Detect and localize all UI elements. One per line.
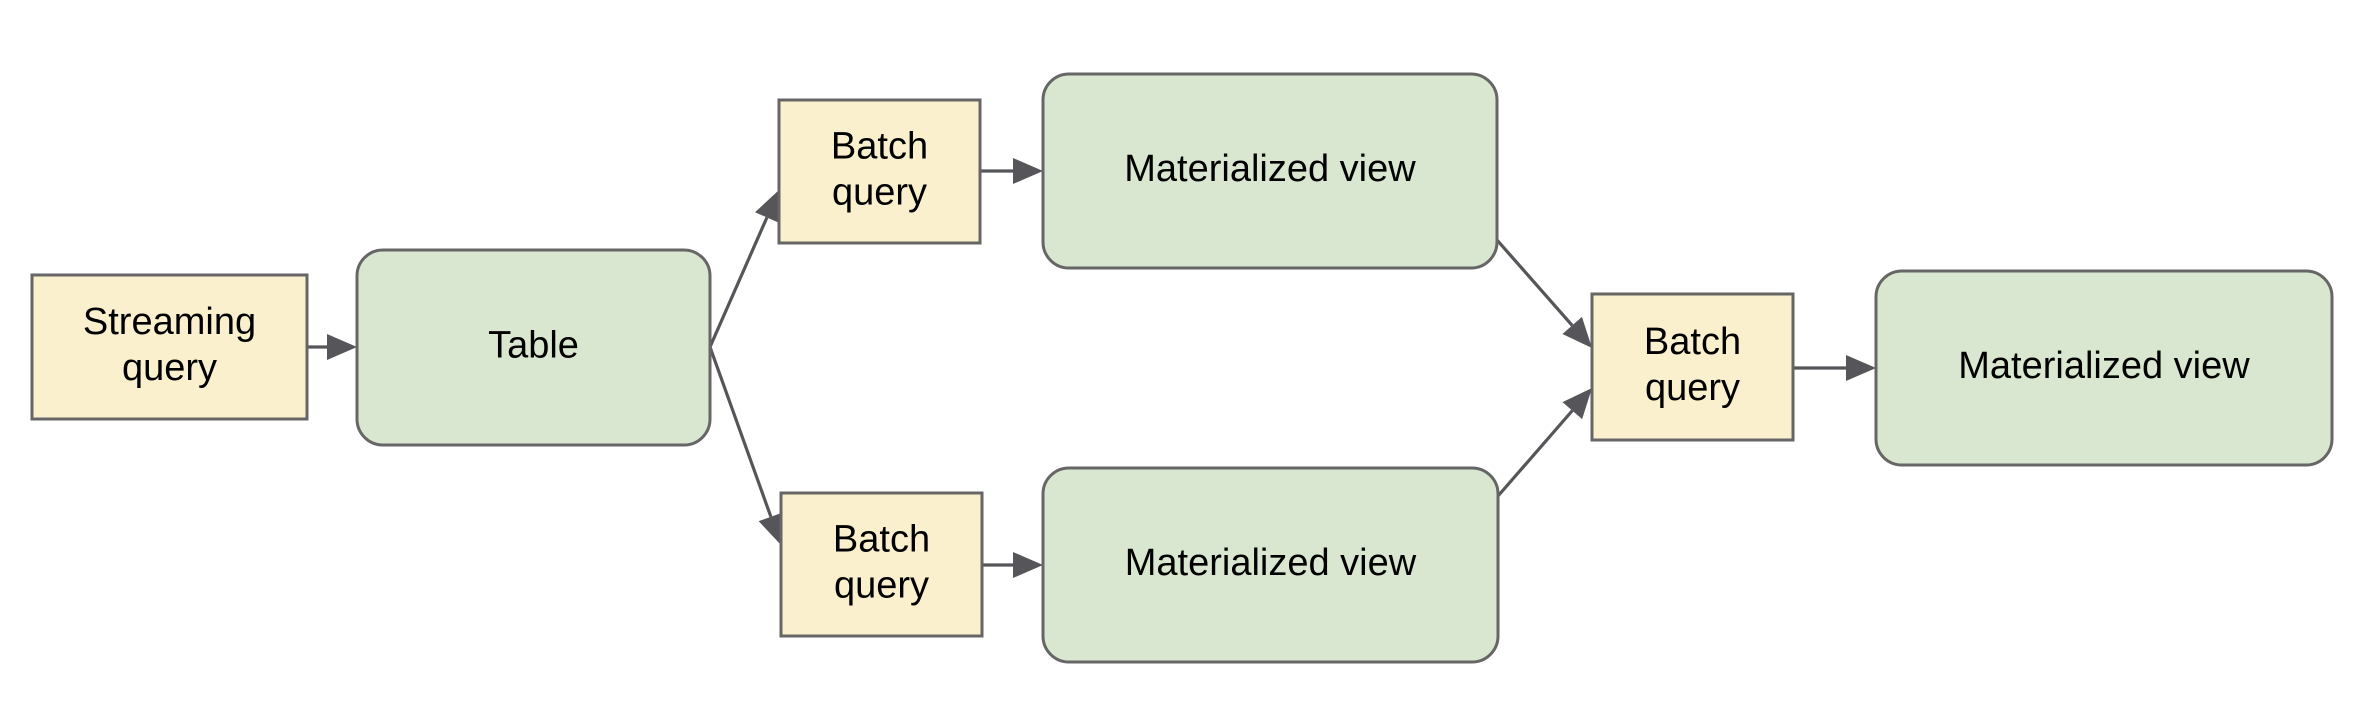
edge-arrowhead xyxy=(327,334,357,360)
edge-layer xyxy=(307,158,1876,578)
node-shape-materialized-view-bottom[interactable] xyxy=(1041,466,1500,664)
node-label-batch-query-bottom: query xyxy=(834,565,929,607)
edge-arrowhead xyxy=(1562,316,1592,348)
node-label-batch-query-bottom: Batch xyxy=(833,519,930,561)
node-layer: StreamingqueryTableBatchqueryMaterialize… xyxy=(30,72,2334,664)
edge-streaming-query-to-table xyxy=(307,334,357,360)
node-materialized-view-top[interactable]: Materialized view xyxy=(1041,72,1499,270)
edge-arrowhead xyxy=(1562,388,1592,420)
edge-line xyxy=(1495,238,1574,327)
node-label-batch-query-top: query xyxy=(832,172,927,214)
node-materialized-view-final[interactable]: Materialized view xyxy=(1874,269,2334,467)
edge-materialized-view-bottom-to-batch-query-join xyxy=(1496,388,1592,498)
edge-materialized-view-top-to-batch-query-join xyxy=(1495,238,1592,348)
node-label-streaming-query: query xyxy=(122,347,217,389)
edge-table-to-batch-query-top xyxy=(708,190,779,348)
edge-arrowhead xyxy=(755,190,779,223)
edge-batch-query-join-to-materialized-view-final xyxy=(1793,355,1876,381)
node-shape-batch-query-top[interactable] xyxy=(777,98,982,245)
node-label-batch-query-join: Batch xyxy=(1644,321,1741,363)
node-shape-materialized-view-top[interactable] xyxy=(1041,72,1499,270)
node-label-batch-query-join: query xyxy=(1645,367,1740,409)
edge-arrowhead xyxy=(1846,355,1876,381)
edge-arrowhead xyxy=(1013,158,1043,184)
node-shape-materialized-view-final[interactable] xyxy=(1874,269,2334,467)
node-materialized-view-bottom[interactable]: Materialized view xyxy=(1041,466,1500,664)
node-label-streaming-query: Streaming xyxy=(83,301,256,343)
edge-arrowhead xyxy=(758,512,784,545)
node-label-materialized-view-final: Materialized view xyxy=(1958,345,2250,387)
node-shape-streaming-query[interactable] xyxy=(30,273,309,421)
node-shape-batch-query-join[interactable] xyxy=(1590,292,1795,442)
node-label-table: Table xyxy=(488,325,579,367)
edge-batch-query-top-to-materialized-view-top xyxy=(980,158,1043,184)
edge-arrowhead xyxy=(1013,552,1043,578)
node-label-materialized-view-top: Materialized view xyxy=(1124,148,1416,190)
edge-line xyxy=(708,216,769,348)
node-shape-table[interactable] xyxy=(355,248,712,447)
edge-line xyxy=(1496,409,1574,498)
edge-table-to-batch-query-bottom xyxy=(708,346,784,545)
node-label-batch-query-top: Batch xyxy=(831,126,928,168)
edge-line xyxy=(708,346,773,518)
edge-batch-query-bottom-to-materialized-view-bottom xyxy=(982,552,1043,578)
node-table[interactable]: Table xyxy=(355,248,712,447)
node-shape-batch-query-bottom[interactable] xyxy=(779,491,984,638)
node-label-materialized-view-bottom: Materialized view xyxy=(1125,542,1417,584)
